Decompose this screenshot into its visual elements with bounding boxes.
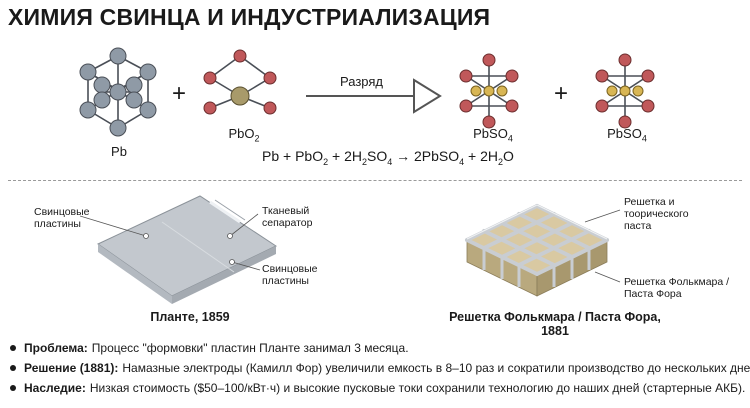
list-item: Наследие:Низкая стоимость ($50–100/кВт·ч… (6, 378, 750, 398)
pbso4-label: PbSO4 (473, 126, 513, 144)
bullet-icon (10, 385, 16, 391)
reaction-arrow-icon (306, 78, 442, 114)
pbo2-label: PbO2 (228, 126, 260, 144)
section-divider (8, 180, 742, 181)
faure-grid-illustration (465, 204, 621, 297)
pbso4-label: PbSO4 (607, 126, 647, 144)
list-item: Решение (1881):Намазные электроды (Камил… (6, 358, 750, 378)
pb-label: Pb (111, 144, 127, 159)
pbso4-molecule-icon (459, 53, 519, 129)
page-title: ХИМИЯ СВИНЦА И ИНДУСТРИАЛИЗАЦИЯ (8, 4, 491, 30)
pbo2-molecule-icon (203, 49, 277, 115)
faure-caption: Решетка Фолькмара / Паста Фора, 1881 (449, 310, 661, 338)
pbso4-molecule-icon (595, 53, 655, 129)
pb-lattice-icon (79, 47, 157, 137)
arrow-label: Разряд (340, 74, 383, 89)
plante-plate-illustration (80, 195, 278, 304)
reaction-diagram (79, 47, 655, 137)
plus-sign: + (554, 80, 569, 107)
bullet-list: Проблема:Процесс "формовки" пластин План… (6, 338, 750, 398)
bullet-icon (10, 365, 16, 371)
bullet-icon (10, 345, 16, 351)
list-item: Проблема:Процесс "формовки" пластин План… (6, 338, 750, 358)
plus-sign: + (172, 80, 187, 107)
plante-caption: Планте, 1859 (150, 310, 230, 324)
reaction-equation: Pb + PbO2 + 2H2SO4 → 2PbSO4 + 2H2O (262, 148, 514, 167)
callout-volkmar-faure: Решетка Фолькмара /Паста Фора (624, 276, 730, 300)
